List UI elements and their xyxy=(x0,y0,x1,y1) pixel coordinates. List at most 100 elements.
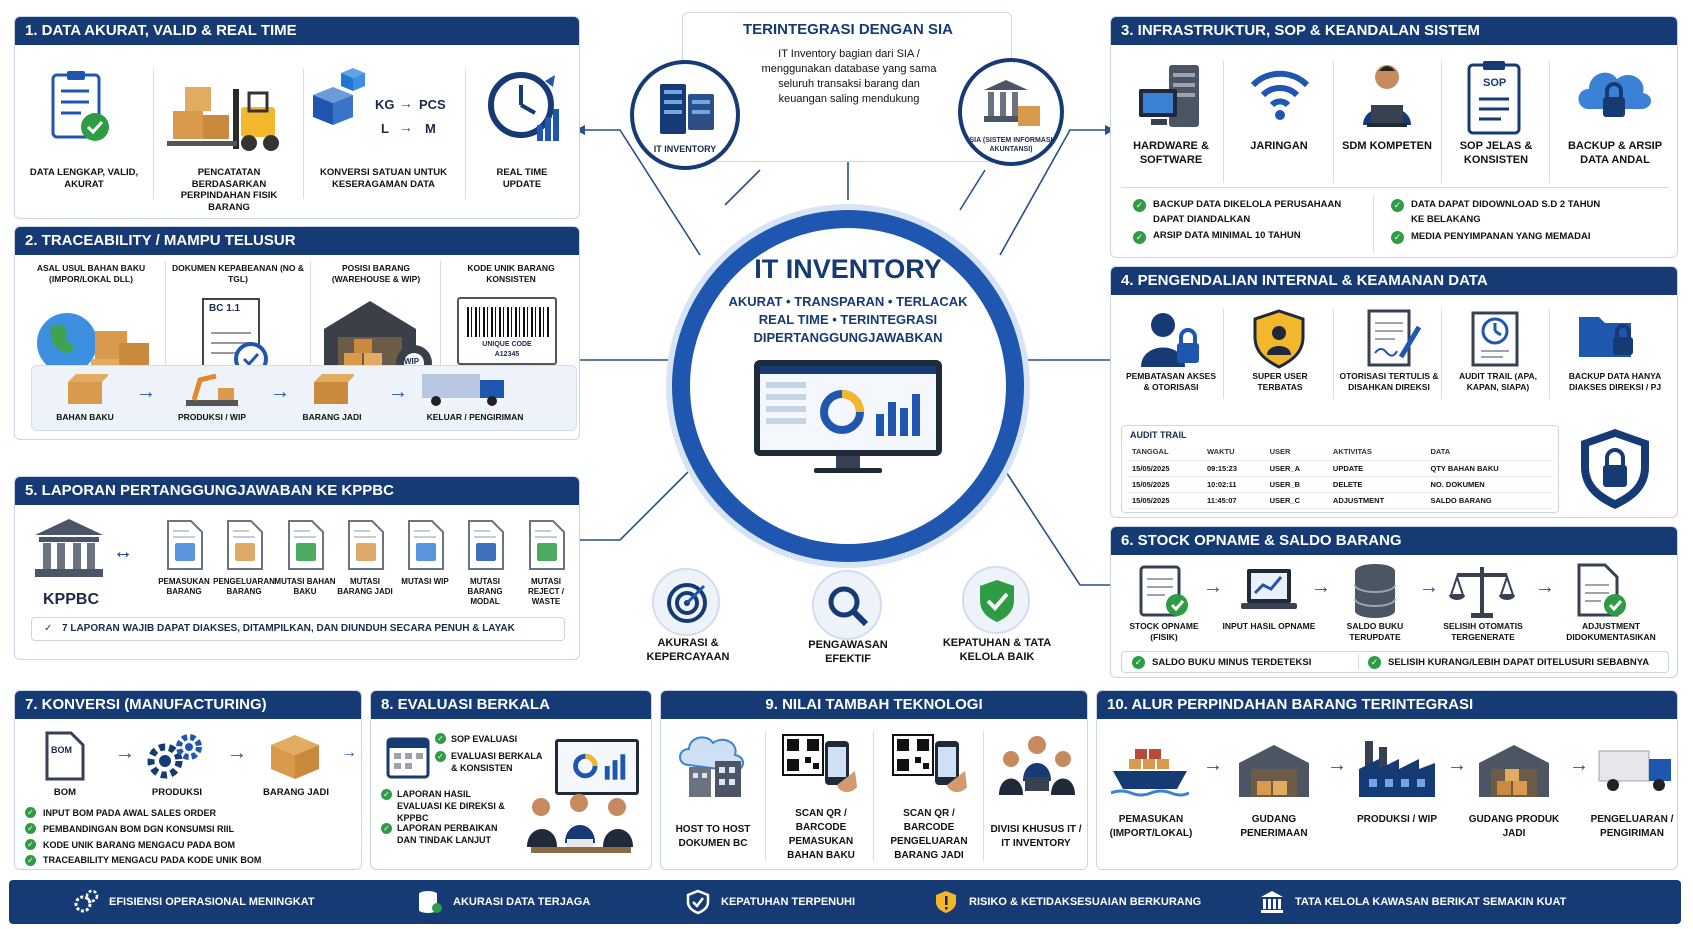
wip-label: WIP xyxy=(404,357,420,366)
it-inventory-node: IT INVENTORY xyxy=(630,60,740,170)
panel-title: 5. LAPORAN PERTANGGUNGJAWABAN KE KPPBC xyxy=(15,477,579,505)
item-label: SCAN QR / BARCODE PENGELUARAN BARANG JAD… xyxy=(890,808,968,861)
item-label: BACKUP & ARSIP DATA ANDAL xyxy=(1567,140,1663,166)
doc-label: BC 1.1 xyxy=(209,303,241,314)
check-label: INPUT BOM PADA AWAL SALES ORDER xyxy=(43,808,217,818)
evaluation-screen-icon xyxy=(555,739,639,795)
table-cell: 10:02:11 xyxy=(1203,476,1266,493)
check-icon: ✓ xyxy=(1133,231,1146,244)
check-label: SALDO BUKU MINUS TERDETEKSI xyxy=(1152,657,1312,668)
col-header: AKTIVITAS xyxy=(1328,444,1427,461)
item-label: HARDWARE & SOFTWARE xyxy=(1133,140,1209,166)
table-cell: QTY BAHAN BAKU xyxy=(1426,460,1552,477)
report-document-icon xyxy=(165,519,205,571)
outcome-magnifier xyxy=(812,570,882,640)
report-label: PENGELUARAN BARANG xyxy=(213,577,275,596)
center-line3: DIPERTANGGUNGJAWABKAN xyxy=(753,330,943,345)
check-label: SELISIH KURANG/LEBIH DAPAT DITELUSURI SE… xyxy=(1388,657,1650,668)
panel-title: 7. KONVERSI (MANUFACTURING) xyxy=(15,691,361,719)
gears-icon xyxy=(145,731,205,781)
outcome-label: KEPATUHAN & TATA KELOLA BAIK xyxy=(942,637,1052,663)
table-cell: USER_A xyxy=(1265,460,1329,477)
report-label: MUTASI BARANG MODAL xyxy=(467,577,503,606)
truck-icon xyxy=(420,370,510,408)
item-label: LAPORAN PERBAIKAN DAN TINDAK LANJUT xyxy=(397,823,498,845)
database-check-icon xyxy=(417,889,443,915)
item-label: PRODUKSI / WIP xyxy=(1356,814,1437,825)
item-label: BACKUP DATA HANYA DIAKSES DIREKSI / PJ xyxy=(1568,371,1662,392)
outcome-label: PENGAWASAN EFEKTIF xyxy=(808,639,888,665)
item-label: KONVERSI SATUAN UNTUK KESERAGAMAN DATA xyxy=(319,167,448,190)
flow-label: BAHAN BAKU xyxy=(56,412,114,422)
item-label: PENGELUARAN / PENGIRIMAN xyxy=(1590,814,1674,839)
footer-item: EFISIENSI OPERASIONAL MENINGKAT xyxy=(73,880,315,924)
outcome-shield xyxy=(962,566,1030,634)
report-document-icon xyxy=(346,519,386,571)
clock-icon xyxy=(485,67,563,147)
signed-document-icon xyxy=(1363,307,1423,369)
sop-label: SOP xyxy=(1483,77,1507,89)
table-cell: 15/05/2025 xyxy=(1128,476,1203,493)
table-cell: NO. DOKUMEN xyxy=(1426,476,1552,493)
check-icon: ✓ xyxy=(25,807,36,818)
calendar-icon xyxy=(385,731,431,779)
check-label: ARSIP DATA MINIMAL 10 TAHUN xyxy=(1153,230,1301,241)
item-label: INPUT HASIL OPNAME xyxy=(1222,621,1316,631)
barcode-label: UNIQUE CODE xyxy=(482,341,532,348)
check-icon: ✓ xyxy=(381,823,392,834)
checklist-clipboard-icon xyxy=(45,69,115,149)
unit-l: L xyxy=(381,121,389,136)
check-icon: ✓ xyxy=(1132,656,1145,669)
warehouse-icon xyxy=(1477,741,1551,799)
col-header: WAKTU xyxy=(1203,444,1266,461)
item-label: PEMBATASAN AKSES & OTORISASI xyxy=(1125,371,1217,392)
footer-item: KEPATUHAN TERPENUHI xyxy=(685,880,855,924)
cloud-lock-icon xyxy=(1573,61,1653,127)
target-icon xyxy=(666,582,708,624)
center-title: IT INVENTORY xyxy=(754,254,942,284)
building-icon xyxy=(1259,889,1285,915)
sop-clipboard-icon xyxy=(1461,59,1527,137)
report-document-icon xyxy=(225,519,265,571)
check-icon: ✓ xyxy=(1368,656,1381,669)
audit-title: AUDIT TRAIL xyxy=(1130,430,1187,440)
item-label: DATA LENGKAP, VALID, AKURAT xyxy=(29,167,139,190)
gears-icon xyxy=(73,889,99,915)
panel-sia: TERINTEGRASI DENGAN SIA IT Inventory bag… xyxy=(682,12,1012,162)
flow-label: PRODUKSI / WIP xyxy=(177,412,246,422)
sia-description: IT Inventory bagian dari SIA / menggunak… xyxy=(761,48,937,105)
item-label: DIVISI KHUSUS IT / IT INVENTORY xyxy=(990,824,1082,849)
item-label: STOCK OPNAME (FISIK) xyxy=(1129,621,1199,642)
item-label: SOP JELAS & KONSISTEN xyxy=(1459,140,1533,166)
unit-m: M xyxy=(425,121,436,136)
truck-icon xyxy=(1597,745,1675,795)
report-label: MUTASI WIP xyxy=(401,577,449,586)
panel-konversi: 7. KONVERSI (MANUFACTURING) BOM BOM → PR… xyxy=(14,690,362,870)
check-label: MEDIA PENYIMPANAN YANG MEMADAI xyxy=(1411,231,1591,242)
warning-shield-icon xyxy=(933,889,959,915)
check-label: BACKUP DATA DIKELOLA PERUSAHAAN DAPAT DI… xyxy=(1153,199,1342,225)
kppbc-label: KPPBC xyxy=(43,591,100,608)
sia-title: TERINTEGRASI DENGAN SIA xyxy=(742,21,953,38)
check-icon: ✓ xyxy=(1391,231,1404,244)
item-label: POSISI BARANG (WAREHOUSE & WIP) xyxy=(331,263,421,284)
center-line2: REAL TIME • TERINTEGRASI xyxy=(758,312,938,327)
footer-item: AKURASI DATA TERJAGA xyxy=(417,880,590,924)
panel-title: 4. PENGENDALIAN INTERNAL & KEAMANAN DATA xyxy=(1111,267,1677,295)
server-icon xyxy=(654,80,720,140)
check-label: DATA DAPAT DIDOWNLOAD S.D 2 TAHUN KE BEL… xyxy=(1411,199,1601,225)
panel-pengendalian: 4. PENGENDALIAN INTERNAL & KEAMANAN DATA… xyxy=(1110,266,1678,518)
panel-title: 2. TRACEABILITY / MAMPU TELUSUR xyxy=(15,227,579,255)
computer-server-icon xyxy=(1135,61,1207,137)
center-circle: IT INVENTORY AKURAT • TRANSPARAN • TERLA… xyxy=(690,228,1006,544)
report-label: PEMASUKAN BARANG xyxy=(158,577,210,596)
table-cell: 11:45:07 xyxy=(1203,492,1266,509)
check-label: TRACEABILITY MENGACU PADA KODE UNIK BOM xyxy=(43,855,262,865)
warehouse-icon xyxy=(1237,741,1311,799)
wifi-icon xyxy=(1247,65,1313,121)
magnifier-icon xyxy=(826,584,870,628)
cloud-building-icon xyxy=(675,731,753,799)
